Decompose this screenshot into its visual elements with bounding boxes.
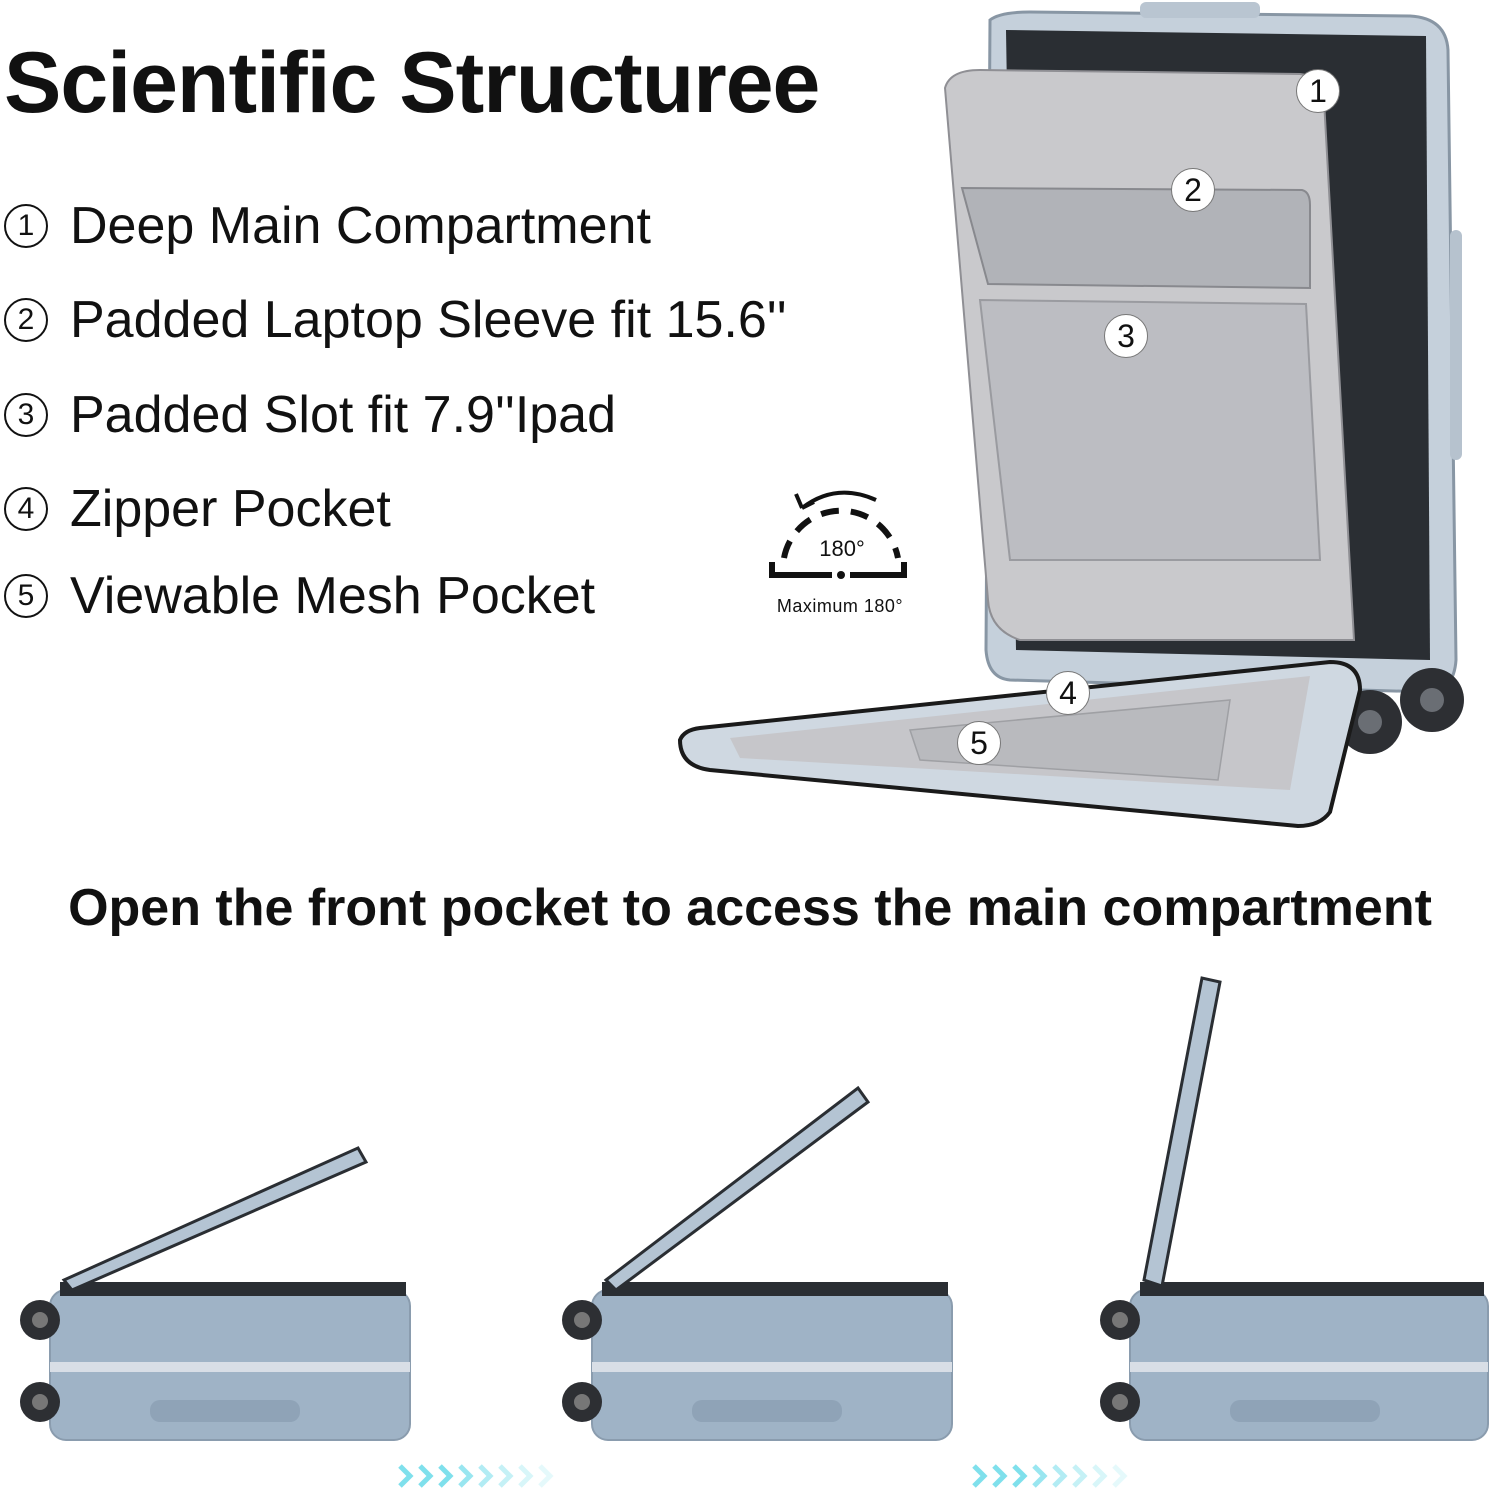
rotation-icon bbox=[769, 490, 907, 579]
marker-3: 3 bbox=[1104, 314, 1148, 358]
feature-text: Zipper Pocket bbox=[70, 480, 391, 538]
angle-caption: Maximum 180° bbox=[776, 596, 904, 616]
suitcase-open-stage-2 bbox=[562, 1085, 953, 1441]
angle-value: 180° bbox=[819, 536, 865, 561]
feature-text: Padded Slot fit 7.9''Ipad bbox=[70, 386, 617, 444]
feature-number: 3 bbox=[4, 393, 48, 437]
page-title: Scientific Structuree bbox=[4, 35, 820, 131]
feature-number: 1 bbox=[4, 204, 48, 248]
feature-item: 1 Deep Main Compartment bbox=[4, 196, 651, 256]
suitcase-open-stage-3 bbox=[1100, 976, 1489, 1441]
marker-5: 5 bbox=[957, 721, 1001, 765]
marker-2: 2 bbox=[1171, 168, 1215, 212]
feature-item: 2 Padded Laptop Sleeve fit 15.6'' bbox=[4, 290, 787, 350]
feature-item: 5 Viewable Mesh Pocket bbox=[4, 566, 595, 626]
chevron-arrows-icon bbox=[972, 1464, 1128, 1488]
feature-text: Viewable Mesh Pocket bbox=[70, 567, 596, 625]
open-suitcase-illustration bbox=[677, 2, 1464, 829]
section-subtitle: Open the front pocket to access the main… bbox=[68, 879, 1432, 937]
feature-item: 3 Padded Slot fit 7.9''Ipad bbox=[4, 385, 616, 445]
feature-text: Deep Main Compartment bbox=[70, 197, 651, 255]
feature-number: 5 bbox=[4, 574, 48, 618]
feature-number: 4 bbox=[4, 487, 48, 531]
feature-item: 4 Zipper Pocket bbox=[4, 479, 391, 539]
feature-number: 2 bbox=[4, 298, 48, 342]
feature-text: Padded Laptop Sleeve fit 15.6'' bbox=[70, 291, 787, 349]
chevron-arrows-icon bbox=[398, 1464, 554, 1488]
suitcase-open-stage-1 bbox=[20, 1146, 411, 1441]
marker-4: 4 bbox=[1046, 671, 1090, 715]
marker-1: 1 bbox=[1296, 69, 1340, 113]
